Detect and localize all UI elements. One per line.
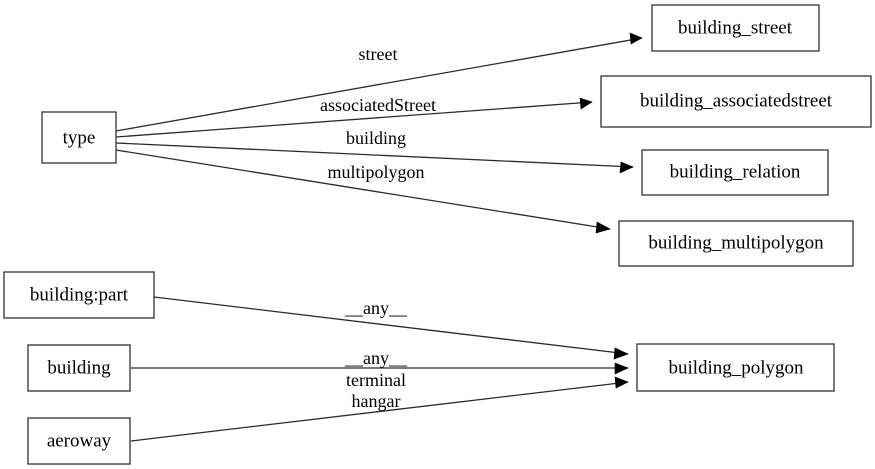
edge-type-building_multipolygon[interactable] <box>115 149 611 234</box>
node-building_associatedstreet[interactable]: building_associatedstreet <box>600 75 872 128</box>
edge-line <box>115 101 593 138</box>
node-box <box>651 4 820 52</box>
node-label: aeroway <box>47 430 112 451</box>
node-label: building_polygon <box>668 357 804 378</box>
node-box <box>27 344 131 392</box>
node-box <box>636 343 835 392</box>
arrowhead-icon <box>629 32 643 45</box>
node-label: building <box>47 357 111 378</box>
node-building_part[interactable]: building:part <box>3 271 155 319</box>
nodes-layer: type building_street building_associated… <box>3 4 872 465</box>
edge-label-street: street <box>359 44 398 64</box>
edge-line <box>153 296 629 355</box>
node-box <box>600 75 872 128</box>
edge-line <box>130 381 629 442</box>
edge-line <box>115 142 634 168</box>
node-building_multipolygon[interactable]: building_multipolygon <box>618 220 854 267</box>
edge-label-terminal: terminal <box>346 370 406 390</box>
edge-type-building_street[interactable] <box>115 32 643 132</box>
node-building[interactable]: building <box>27 344 131 392</box>
edge-label-building: building <box>346 128 406 148</box>
node-building_relation[interactable]: building_relation <box>641 149 829 196</box>
edges-layer <box>115 32 643 442</box>
edge-label-any-building: __any__ <box>344 348 408 368</box>
edge-type-building_relation[interactable] <box>115 142 634 174</box>
arrowhead-icon <box>614 362 629 375</box>
edge-label-any-buildingpart: __any__ <box>344 298 408 318</box>
node-box <box>41 111 117 164</box>
edge-building-building_polygon[interactable] <box>131 362 629 375</box>
arrowhead-icon <box>595 221 611 234</box>
node-label: building_associatedstreet <box>640 90 833 111</box>
edge-line <box>115 37 643 132</box>
arrowhead-icon <box>613 347 629 360</box>
arrowhead-icon <box>619 161 634 174</box>
node-box <box>618 220 854 267</box>
node-label: building_street <box>678 17 793 38</box>
node-box <box>3 271 155 319</box>
edge-line <box>115 149 611 230</box>
node-label: type <box>63 127 96 148</box>
node-type[interactable]: type <box>41 111 117 164</box>
node-box <box>641 149 829 196</box>
node-building_polygon[interactable]: building_polygon <box>636 343 835 392</box>
edge-building_part-building_polygon[interactable] <box>153 296 629 360</box>
edge-label-hangar: hangar <box>352 391 401 411</box>
arrowhead-icon <box>579 97 593 110</box>
arrowhead-icon <box>614 376 629 389</box>
edge-aeroway-building_polygon[interactable] <box>130 376 629 442</box>
edge-label-associatedstreet: associatedStreet <box>320 95 436 115</box>
edge-labels-layer: street associatedStreet building multipo… <box>320 44 436 411</box>
node-label: building_relation <box>670 161 801 182</box>
node-label: building:part <box>30 284 129 305</box>
node-building_street[interactable]: building_street <box>651 4 820 52</box>
edge-label-multipolygon: multipolygon <box>327 162 424 182</box>
node-label: building_multipolygon <box>648 232 824 253</box>
node-box <box>27 417 131 465</box>
node-aeroway[interactable]: aeroway <box>27 417 131 465</box>
edge-type-building_associatedstreet[interactable] <box>115 97 593 138</box>
